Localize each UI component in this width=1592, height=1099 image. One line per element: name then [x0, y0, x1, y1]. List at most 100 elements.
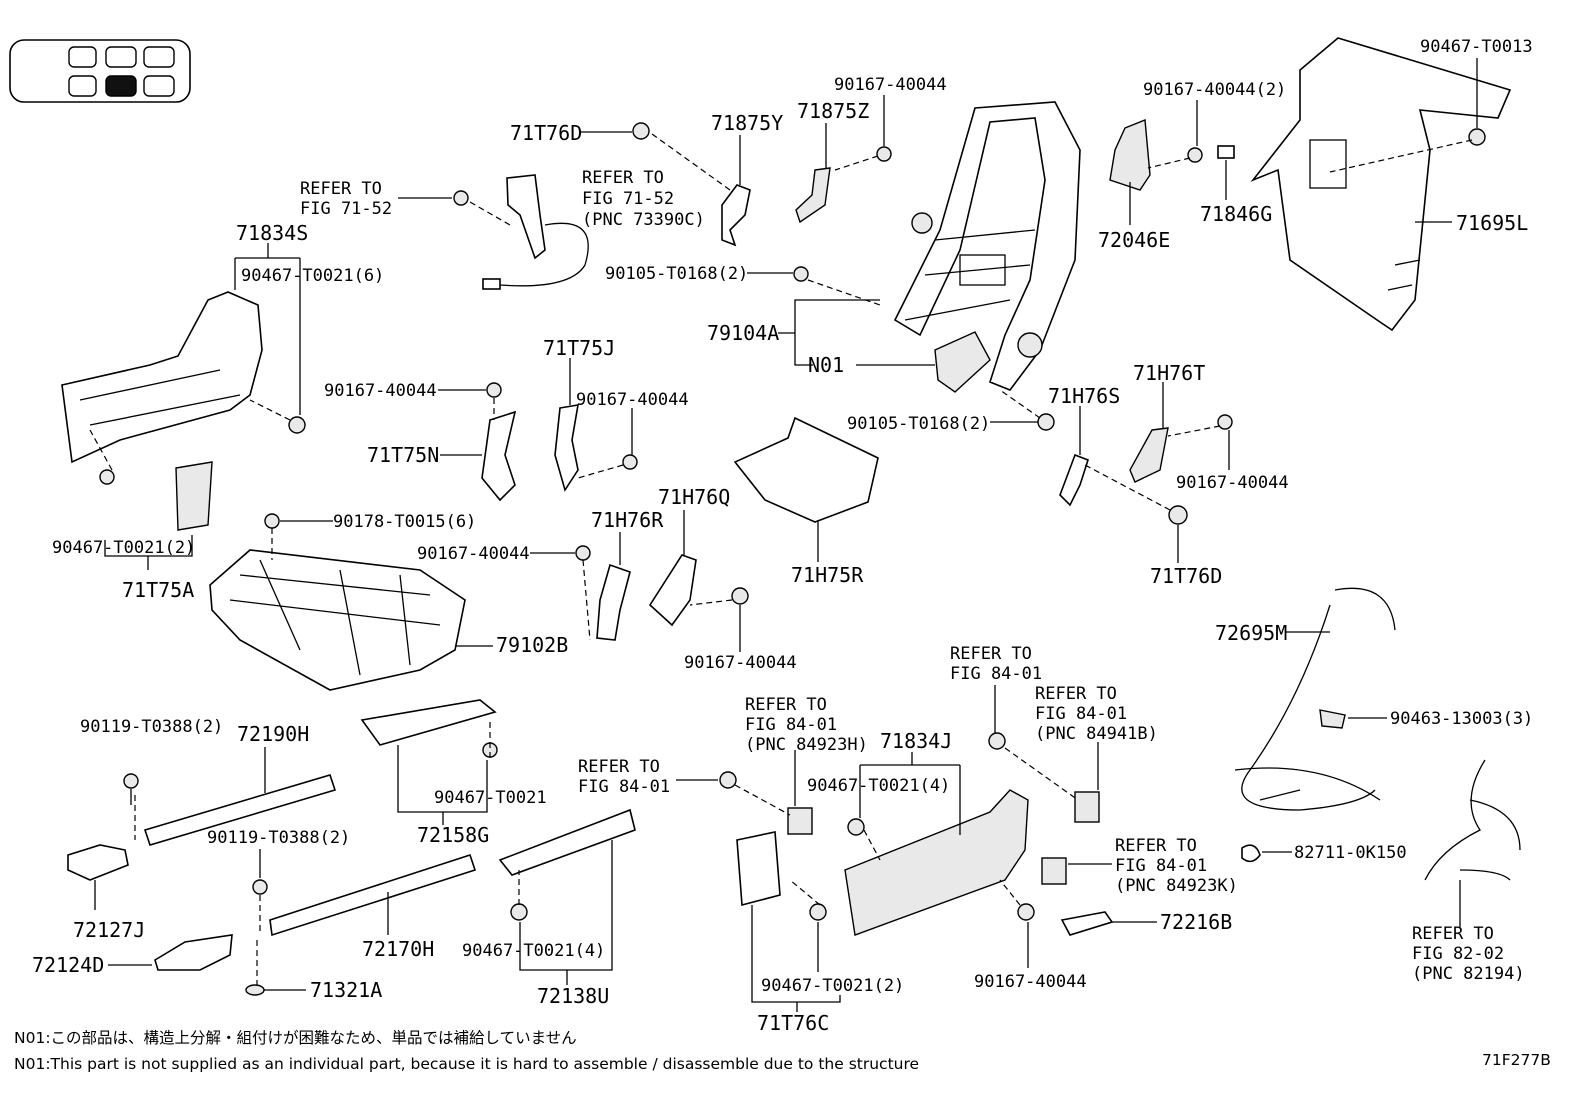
label-79102B: 79102B: [496, 633, 568, 657]
pad-71T76C-shape: [736, 831, 781, 907]
label-pnc-73390C: (PNC 73390C): [582, 210, 705, 230]
label-fig-84-01-d: FIG 84-01: [1035, 704, 1127, 724]
label-72138U: 72138U: [537, 984, 609, 1008]
label-71695L: 71695L: [1456, 211, 1528, 235]
label-90467-T0021-2-left: 90467-T0021(2): [52, 538, 195, 558]
label-72695M: 72695M: [1215, 621, 1287, 645]
label-90119-T0388-2-a: 90119-T0388(2): [80, 717, 223, 737]
label-90105-T0168-2-a: 90105-T0168(2): [605, 264, 748, 284]
cover-71875Z-shape: [795, 167, 831, 224]
cover-71875Y-shape: [721, 184, 751, 247]
note-jp: N01:この部品は、構造上分解・組付けが困難なため、単品では補給していません: [14, 1029, 577, 1047]
label-72216B: 72216B: [1160, 910, 1232, 934]
cover-72138U-shape: [498, 808, 636, 876]
switch-84923K-shape: [1041, 857, 1067, 885]
label-71846G: 71846G: [1200, 202, 1272, 226]
switch-84923H-shape: [787, 807, 813, 835]
label-71H76S: 71H76S: [1048, 384, 1120, 408]
label-90167-40044-top: 90167-40044: [834, 75, 947, 95]
label-90463-13003-3: 90463-13003(3): [1390, 709, 1533, 729]
cover-72158G-shape: [360, 699, 497, 746]
label-90467-T0021-mid: 90467-T0021: [434, 788, 547, 808]
label-72127J: 72127J: [73, 918, 145, 942]
cover-71H76Q-shape: [648, 554, 697, 627]
label-90119-T0388-2-b: 90119-T0388(2): [207, 828, 350, 848]
label-72046E: 72046E: [1098, 228, 1170, 252]
label-72124D: 72124D: [32, 953, 104, 977]
cover-71H76R-shape: [596, 563, 631, 641]
seatback-frame-79104A-shape: [893, 101, 1081, 393]
label-fig-71-52-a: FIG 71-52: [582, 189, 674, 209]
label-fig-84-01-g: FIG 84-01: [1115, 856, 1207, 876]
pad-71T75A-shape: [175, 461, 213, 531]
label-90178-T0015-6: 90178-T0015(6): [333, 512, 476, 532]
label-refer-to-e: REFER TO: [745, 695, 827, 715]
label-fig-84-01-e: FIG 84-01: [745, 715, 837, 735]
label-90167-40044-right: 90167-40044: [1176, 473, 1289, 493]
knob-72216B-shape: [1060, 911, 1114, 936]
label-71H76T: 71H76T: [1133, 361, 1205, 385]
label-N01: N01: [808, 353, 844, 377]
label-72190H: 72190H: [237, 722, 309, 746]
label-90167-40044-left: 90167-40044: [324, 381, 437, 401]
switch-84941B-shape: [1074, 791, 1100, 823]
label-fig-71-52-b: FIG 71-52: [300, 199, 392, 219]
label-90467-T0021-4-a: 90467-T0021(4): [807, 776, 950, 796]
note-en: N01:This part is not supplied as an indi…: [14, 1055, 919, 1073]
track-72190H-shape: [143, 774, 337, 846]
cover-71T75N-shape: [481, 410, 517, 502]
clip-71846G-shape: [1217, 145, 1235, 159]
label-90167-40044-mid: 90167-40044: [576, 390, 689, 410]
label-71T75N: 71T75N: [367, 443, 439, 467]
label-71H76R: 71H76R: [591, 508, 664, 532]
shield-71H75R-shape: [733, 416, 879, 523]
label-82711-0K150: 82711-0K150: [1294, 843, 1407, 863]
label-90167-40044-bottom: 90167-40044: [974, 972, 1087, 992]
label-fig-82-02: FIG 82-02: [1412, 944, 1504, 964]
label-refer-to-h: REFER TO: [1412, 924, 1494, 944]
washer-71321A-shape: [245, 984, 265, 996]
clip-90463-13003-shape: [1319, 709, 1346, 729]
leader-lines: [89, 58, 1478, 1012]
clamp-82711-0K150-shape: [1241, 844, 1261, 863]
label-71834S: 71834S: [236, 221, 308, 245]
side-shield-71834J-shape: [844, 789, 1029, 936]
label-71T75J: 71T75J: [543, 336, 615, 360]
seat-belt-buckle-shape: [482, 174, 589, 290]
label-refer-to-f: REFER TO: [578, 757, 660, 777]
label-90105-T0168-2-b: 90105-T0168(2): [847, 414, 990, 434]
label-refer-to-c: REFER TO: [950, 644, 1032, 664]
label-pnc-84941B: (PNC 84941B): [1035, 724, 1158, 744]
label-fig-84-01-f: FIG 84-01: [578, 777, 670, 797]
label-71875Y: 71875Y: [711, 111, 783, 135]
bracket-72046E-shape: [1109, 119, 1151, 191]
fasteners: [99, 122, 1486, 921]
label-72170H: 72170H: [362, 937, 434, 961]
label-71H75R: 71H75R: [791, 563, 864, 587]
label-90467-T0021-2-bottom: 90467-T0021(2): [761, 976, 904, 996]
label-71T76D-right: 71T76D: [1150, 564, 1222, 588]
label-pnc-84923K: (PNC 84923K): [1115, 876, 1238, 896]
label-90467-T0021-6: 90467-T0021(6): [241, 266, 384, 286]
track-72170H-shape: [269, 853, 477, 937]
label-71834J: 71834J: [880, 729, 952, 753]
label-refer-to-a: REFER TO: [582, 168, 664, 188]
cover-71H76T-shape: [1129, 427, 1169, 483]
label-refer-to-d: REFER TO: [1035, 684, 1117, 704]
label-71T76C: 71T76C: [757, 1011, 829, 1035]
cover-71H76S-shape: [1059, 453, 1089, 507]
label-90467-T0021-4-b: 90467-T0021(4): [462, 941, 605, 961]
label-refer-to-g: REFER TO: [1115, 836, 1197, 856]
cushion-frame-79102B-shape: [209, 549, 466, 691]
seat-position-index-icon: [9, 39, 191, 103]
cover-71T75J-shape: [554, 404, 579, 492]
part-labels: 90467-T0013 90167-40044(2) 90167-40044 7…: [32, 37, 1533, 1035]
label-90167-40044-lower: 90167-40044: [684, 653, 797, 673]
label-71T76D-top: 71T76D: [510, 121, 582, 145]
label-90467-T0013: 90467-T0013: [1420, 37, 1533, 57]
label-71H76Q: 71H76Q: [658, 485, 730, 509]
cover-72127J-shape: [67, 844, 129, 881]
label-72158G: 72158G: [417, 823, 489, 847]
wire-harness-shape: [1424, 759, 1521, 881]
